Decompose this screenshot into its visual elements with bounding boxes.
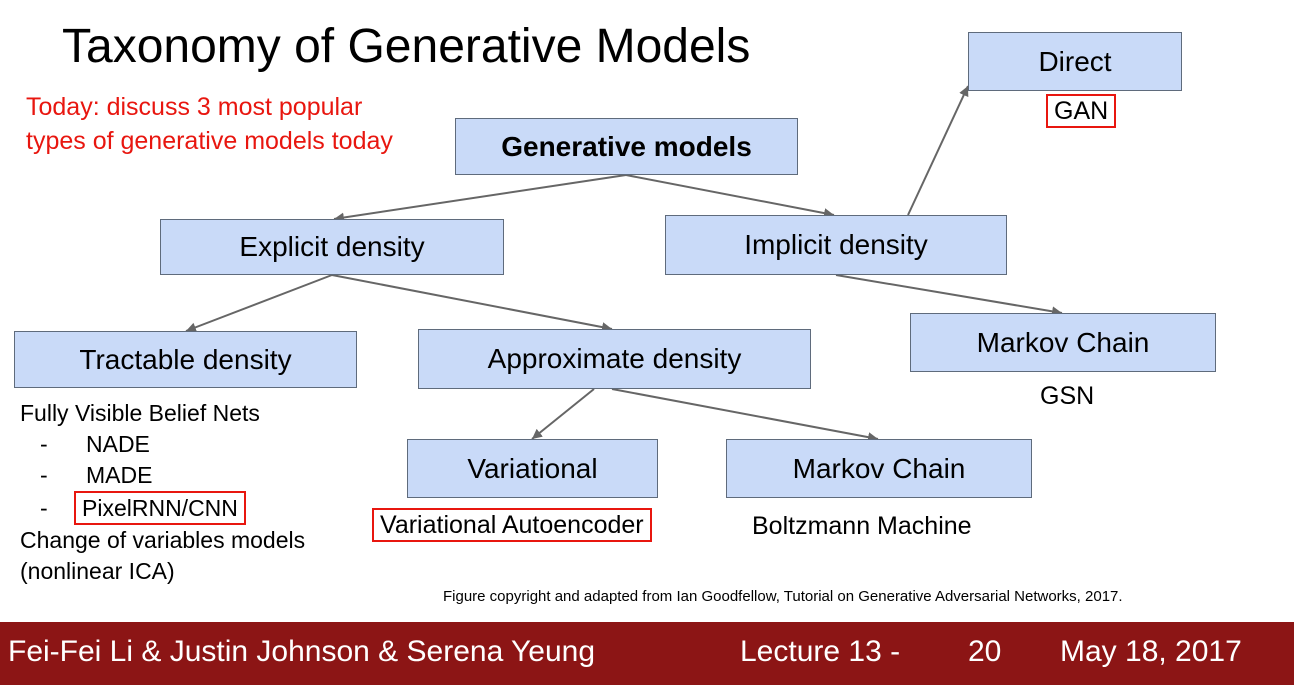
node-variational: Variational	[407, 439, 658, 498]
list-item: -PixelRNN/CNN	[20, 491, 305, 525]
edge-explicit-tractable	[185, 274, 333, 333]
list-item-nade: NADE	[86, 431, 150, 457]
figure-credit: Figure copyright and adapted from Ian Go…	[443, 588, 1123, 605]
list-item: - NADE	[20, 429, 305, 460]
list-extra-nonlinear-ica: (nonlinear ICA)	[20, 558, 175, 584]
edge-implicit-direct	[907, 85, 969, 216]
list-heading: Fully Visible Belief Nets	[20, 400, 260, 426]
node-tractable-density: Tractable density	[14, 331, 357, 388]
footer-authors: Fei-Fei Li & Justin Johnson & Serena Yeu…	[8, 635, 596, 668]
label-gsn: GSN	[1040, 382, 1095, 410]
tractable-models-list: Fully Visible Belief Nets -NADE -MADE -P…	[20, 398, 305, 587]
edge-implicit-markov	[835, 274, 1063, 317]
list-item: - MADE	[20, 460, 305, 491]
list-dash: -	[40, 431, 48, 457]
node-markov-chain-approximate: Markov Chain	[726, 439, 1032, 498]
highlight-note: Today: discuss 3 most popular types of g…	[26, 93, 393, 155]
list-dash: -	[40, 495, 48, 521]
list-extra-change-of-variables: Change of variables models	[20, 527, 306, 553]
footer-lecture: Lecture 13 -	[740, 635, 901, 668]
footer-bar: Fei-Fei Li & Justin Johnson & Serena Yeu…	[0, 622, 1294, 685]
list-dash: -	[40, 462, 48, 488]
list-item-made: MADE	[86, 462, 153, 488]
edge-explicit-approximate	[331, 274, 613, 333]
slide-title: Taxonomy of Generative Models	[62, 20, 751, 73]
edge-approximate-markov	[611, 388, 879, 443]
node-generative-models: Generative models	[455, 118, 798, 175]
footer-date: May 18, 2017	[1060, 635, 1242, 668]
node-direct: Direct	[968, 32, 1182, 91]
node-explicit-density: Explicit density	[160, 219, 504, 275]
node-approximate-density: Approximate density	[418, 329, 811, 389]
edge-root-explicit	[333, 174, 627, 223]
list-item-pixelrnn: PixelRNN/CNN	[74, 491, 246, 525]
edge-root-implicit	[625, 174, 835, 219]
footer-slide-number: 20	[968, 635, 1002, 668]
label-boltzmann-machine: Boltzmann Machine	[752, 512, 972, 540]
node-implicit-density: Implicit density	[665, 215, 1007, 275]
label-gan: GAN	[1046, 94, 1117, 128]
node-markov-chain-implicit: Markov Chain	[910, 313, 1216, 372]
edge-approximate-variational	[531, 388, 595, 440]
label-variational-autoencoder: Variational Autoencoder	[372, 508, 652, 542]
